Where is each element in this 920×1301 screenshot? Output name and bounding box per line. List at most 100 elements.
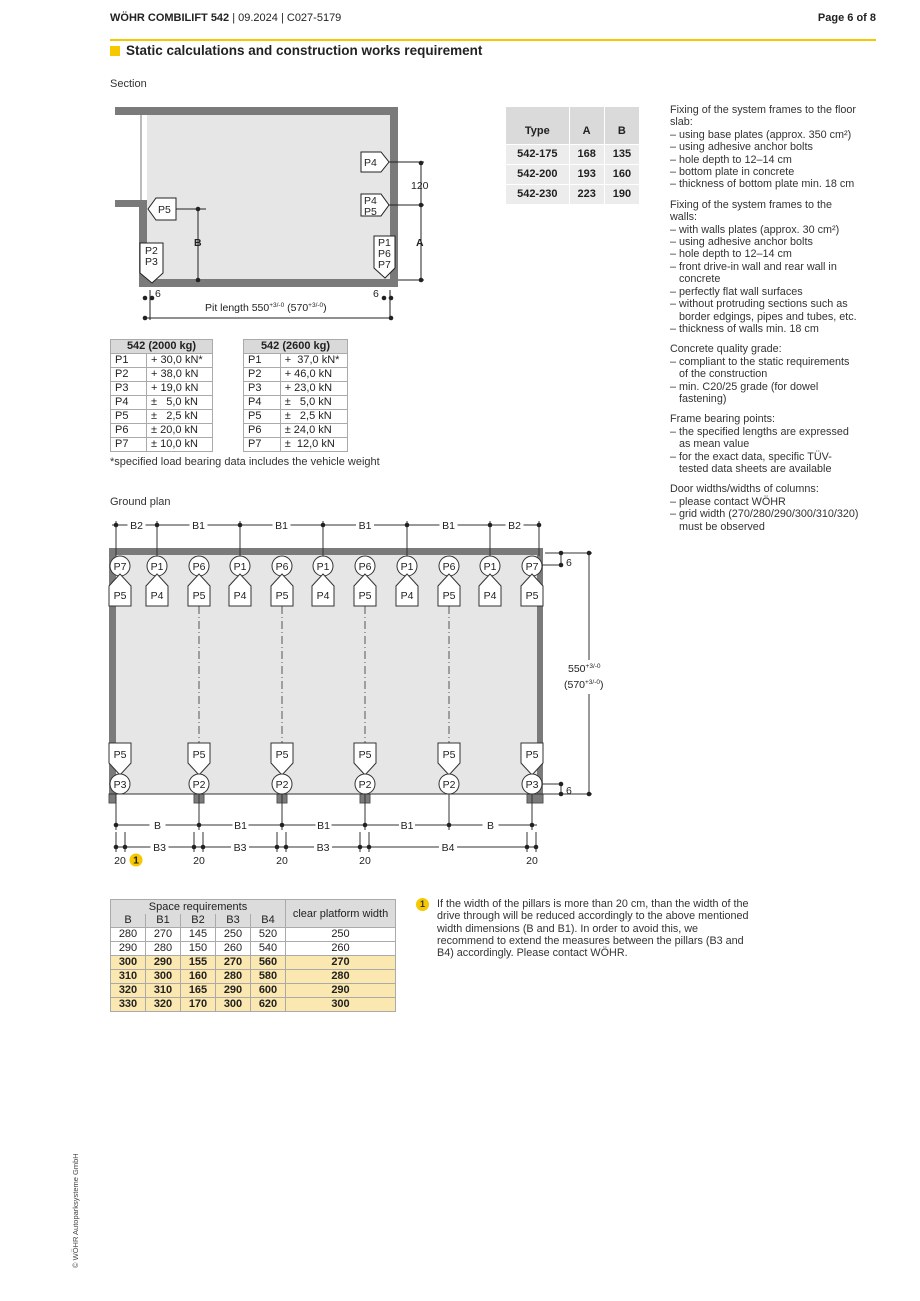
bottom-dim-label: B xyxy=(154,820,161,832)
table-row: P7± 12,0 kN xyxy=(243,437,349,452)
section-label: Section xyxy=(110,78,147,90)
pillar-width-label: 20 xyxy=(193,855,205,867)
col-header: Type xyxy=(505,106,570,145)
dim-dot xyxy=(283,844,289,850)
top-column-label: P7 xyxy=(114,561,127,573)
cell: 580 xyxy=(250,969,286,984)
note-item: – perfectly flat wall surfaces xyxy=(670,285,803,298)
cell: 290 xyxy=(145,955,181,970)
top-dim-label: B2 xyxy=(508,520,521,532)
dim-dot xyxy=(274,844,280,850)
top-dim-label: B1 xyxy=(359,520,372,532)
note-heading: Frame bearing points: xyxy=(670,413,776,426)
bottom-column-label: P3 xyxy=(114,779,127,791)
cell: 280 xyxy=(285,969,396,984)
load-cell: ± 10,0 kN xyxy=(146,437,213,452)
dim-6-bottom: 6 xyxy=(566,785,572,797)
cell: 170 xyxy=(180,997,216,1012)
load-cell: + 38,0 kN xyxy=(146,367,213,382)
dim-label-bg xyxy=(439,519,458,531)
bottom-pentagon-label: P5 xyxy=(359,749,372,761)
top-pentagon xyxy=(437,573,461,607)
note-marker-label: 1 xyxy=(133,855,139,867)
top-pentagon xyxy=(520,573,544,607)
page-title: Static calculations and construction wor… xyxy=(110,43,482,58)
bottom-column-circle xyxy=(109,773,131,795)
pillar-dim-label: B4 xyxy=(442,842,455,854)
top-pentagon xyxy=(395,573,419,607)
note-item: – hole depth to 12–14 cm xyxy=(670,248,792,261)
cell: 542-175 xyxy=(505,144,570,165)
bottom-dim-label: B1 xyxy=(401,820,414,832)
section-p4-label: P4 xyxy=(364,157,377,169)
dim-label-bg xyxy=(231,841,249,853)
bottom-dim-label: B xyxy=(487,820,494,832)
dim-dot xyxy=(446,822,452,828)
section-drawing: P4 P4 P5 P5 P2 P3 P1 P6 P7 120 A B 6 6 P… xyxy=(115,107,429,321)
dim-b: B xyxy=(194,237,202,249)
cell: 250 xyxy=(285,927,396,942)
note-item: – thickness of walls min. 18 cm xyxy=(670,322,819,335)
dim-dot xyxy=(529,822,535,828)
dim-dot xyxy=(357,844,363,850)
dim-dot xyxy=(113,822,119,828)
cell: 280 xyxy=(110,927,146,942)
depth-alt-tolerance: +3/-0 xyxy=(585,679,600,686)
dim-dot xyxy=(122,844,128,850)
note-item: – bottom plate in concrete xyxy=(670,166,795,179)
note-block: Frame bearing points:– the specified len… xyxy=(670,413,860,475)
cell: 160 xyxy=(603,164,641,185)
dim-label-bg xyxy=(314,841,332,853)
header-rule xyxy=(110,39,876,41)
floor-edge xyxy=(116,794,537,803)
dim-dot xyxy=(366,844,372,850)
section-p4-label: P4 xyxy=(364,195,377,207)
load-table-title: 542 (2000 kg) xyxy=(110,339,213,354)
cell: 300 xyxy=(110,955,146,970)
dim-dot xyxy=(558,562,564,568)
copyright: © WÖHR Autoparksysteme GmbH xyxy=(71,1153,80,1268)
document-header: WÖHR COMBILIFT 542 | 09.2024 | C027-5179 xyxy=(110,12,341,24)
top-pentagon xyxy=(108,573,132,607)
bottom-pentagon xyxy=(437,742,461,776)
section-p6-label: P6 xyxy=(378,248,391,260)
point-cell: P7 xyxy=(243,437,281,452)
bottom-dim-label: B1 xyxy=(317,820,330,832)
dim-dot xyxy=(237,522,243,528)
note-heading: Fixing of the system frames to the floor… xyxy=(670,104,857,129)
pillar-width-label: 20 xyxy=(276,855,288,867)
dim-dot xyxy=(586,550,592,556)
section-p3-label: P3 xyxy=(145,256,158,268)
note-item: – please contact WÖHR xyxy=(670,495,786,508)
top-column-label: P6 xyxy=(193,561,206,573)
bottom-column-label: P2 xyxy=(443,779,456,791)
doc-meta: | 09.2024 | C027-5179 xyxy=(229,12,342,24)
bottom-pentagon-label: P5 xyxy=(526,749,539,761)
dim-dot xyxy=(487,522,493,528)
top-pentagon xyxy=(145,573,169,607)
note-marker-icon xyxy=(129,853,143,867)
table-row: P5± 2,5 kN xyxy=(110,409,213,424)
note-item: – hole depth to 12–14 cm xyxy=(670,153,792,166)
col-header: B2 xyxy=(180,913,216,928)
dim-dot xyxy=(191,844,197,850)
load-cell: + 23,0 kN xyxy=(279,381,349,396)
load-cell: ± 2,5 kN xyxy=(146,409,213,424)
top-pentagon-label: P4 xyxy=(151,590,164,602)
dim-label-bg xyxy=(356,519,374,531)
dim-label-bg xyxy=(439,841,457,853)
note-text: If the width of the pillars is more than… xyxy=(437,898,749,960)
load-cell: ± 12,0 kN xyxy=(279,437,349,452)
cell: 193 xyxy=(568,164,605,185)
ground-plan-label: Ground plan xyxy=(110,496,171,508)
note-block: Concrete quality grade:– compliant to th… xyxy=(670,343,860,405)
table-row: P7± 10,0 kN xyxy=(110,437,213,452)
bottom-pentagon xyxy=(187,742,211,776)
